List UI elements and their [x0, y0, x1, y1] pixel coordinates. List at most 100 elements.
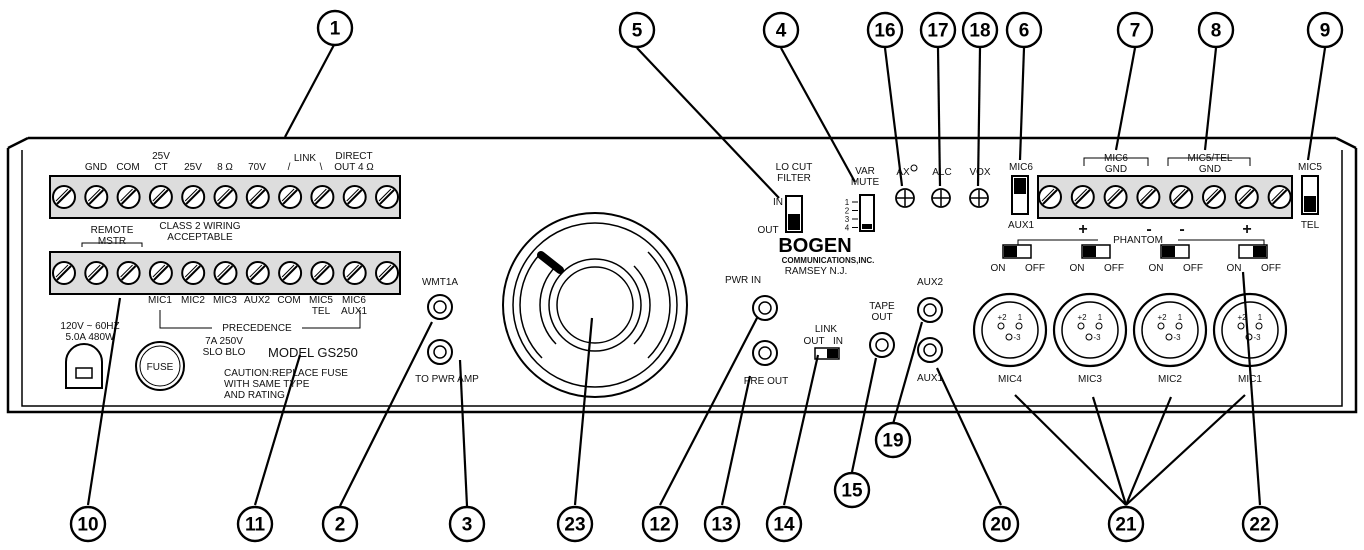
callout-number: 20 — [990, 515, 1011, 536]
phantom-off-label: OFF — [1183, 263, 1203, 274]
xlr-pin-label: +2 — [997, 313, 1007, 322]
mic-input-label: MIC2 — [1158, 374, 1182, 385]
callout-number: 12 — [649, 515, 670, 536]
polarity-sign: + — [1078, 221, 1087, 238]
mic-input-label: MIC3 — [1078, 374, 1102, 385]
callout-10: 10 — [69, 505, 107, 543]
phantom-on-label: ON — [1227, 263, 1242, 274]
phantom-off-label: OFF — [1025, 263, 1045, 274]
polarity-sign: - — [1146, 221, 1151, 238]
var-mute-switch — [859, 194, 875, 232]
wmt-jacks: WMT1A TO PWR AMP — [415, 277, 479, 385]
phantom-on-label: ON — [991, 263, 1006, 274]
terminal-label: COM — [116, 162, 139, 173]
callout-number: 22 — [1249, 515, 1270, 536]
power-cord-socket — [65, 343, 103, 389]
callout-18: 18 — [961, 11, 999, 49]
terminal-label: \ — [320, 162, 323, 173]
terminal-label: AUX2 — [244, 295, 271, 306]
callout-number: 16 — [874, 21, 895, 42]
callout-15: 15 — [833, 471, 871, 509]
pre-out-label: PRE OUT — [744, 376, 788, 387]
var-mute-tick-label: 3 — [845, 215, 850, 224]
trim-controls: AX ALC VOX — [895, 164, 991, 208]
var-mute-tick-label: 1 — [845, 198, 850, 207]
terminal-label: 70V — [248, 162, 266, 173]
terminal-label: MIC2 — [181, 295, 205, 306]
callout-22: 22 — [1241, 505, 1279, 543]
var-mute-tick-label: 2 — [845, 207, 850, 216]
callout-number: 19 — [882, 431, 903, 452]
callout-number: 15 — [841, 481, 863, 502]
callout-number: 17 — [927, 21, 948, 42]
callout-4: 4 — [762, 11, 800, 49]
aux2-label: AUX2 — [917, 277, 944, 288]
terminal-label: / — [288, 162, 291, 173]
callout-20: 20 — [982, 505, 1020, 543]
mic5-tel-switch: MIC5 TEL — [1298, 162, 1322, 231]
pwr-in-label: PWR IN — [725, 275, 761, 286]
callout-number: 2 — [335, 515, 346, 536]
mic6-switch-bottom-label: AUX1 — [1008, 220, 1035, 231]
brand-sub: COMMUNICATIONS,INC. — [782, 256, 875, 265]
phantom-on-label: ON — [1149, 263, 1164, 274]
lo-cut-in-label: IN — [773, 197, 783, 208]
vox-label: VOX — [969, 167, 990, 178]
callout-17: 17 — [919, 11, 957, 49]
callout-11: 11 — [236, 505, 274, 543]
callout-3: 3 — [448, 505, 486, 543]
callout-2: 2 — [321, 505, 359, 543]
callout-6: 6 — [1005, 11, 1043, 49]
fuse-label: FUSE — [147, 362, 174, 373]
callout-number: 14 — [773, 515, 795, 536]
callout-number: 18 — [969, 21, 990, 42]
terminal-label: GND — [85, 162, 107, 173]
phantom-on-label: ON — [1070, 263, 1085, 274]
callout-14: 14 — [765, 505, 803, 543]
callout-number: 13 — [711, 515, 732, 536]
phantom-label: PHANTOM — [1113, 235, 1163, 246]
callout-lines — [86, 42, 1327, 507]
brand-city: RAMSEY N.J. — [785, 266, 848, 277]
phantom-off-label: OFF — [1261, 263, 1281, 274]
callout-16: 16 — [866, 11, 904, 49]
to-pwr-amp-label: TO PWR AMP — [415, 374, 479, 385]
xlr-pin-label: -3 — [1253, 333, 1261, 342]
callout-13: 13 — [703, 505, 741, 543]
callout-9: 9 — [1306, 11, 1344, 49]
terminal-label: COM — [277, 295, 300, 306]
xlr-pin-label: 1 — [1258, 313, 1263, 322]
callout-number: 7 — [1130, 21, 1141, 42]
callout-number: 23 — [564, 515, 585, 536]
model-label: MODEL GS250 — [268, 345, 358, 360]
callout-1: 1 — [316, 9, 354, 47]
ax-label: AX — [896, 167, 910, 178]
callout-number: 11 — [245, 515, 266, 536]
xlr-pin-label: +2 — [1237, 313, 1247, 322]
mic-input-label: MIC4 — [998, 374, 1022, 385]
xlr-pin-label: 1 — [1098, 313, 1103, 322]
callout-number: 3 — [462, 515, 473, 536]
callout-21: 21 — [1107, 505, 1145, 543]
mic6-switch-top-label: MIC6 — [1009, 162, 1033, 173]
mic6-aux1-switch: MIC6 AUX1 — [1008, 162, 1035, 231]
xlr-pin-label: +2 — [1077, 313, 1087, 322]
fuse-holder — [135, 341, 185, 391]
